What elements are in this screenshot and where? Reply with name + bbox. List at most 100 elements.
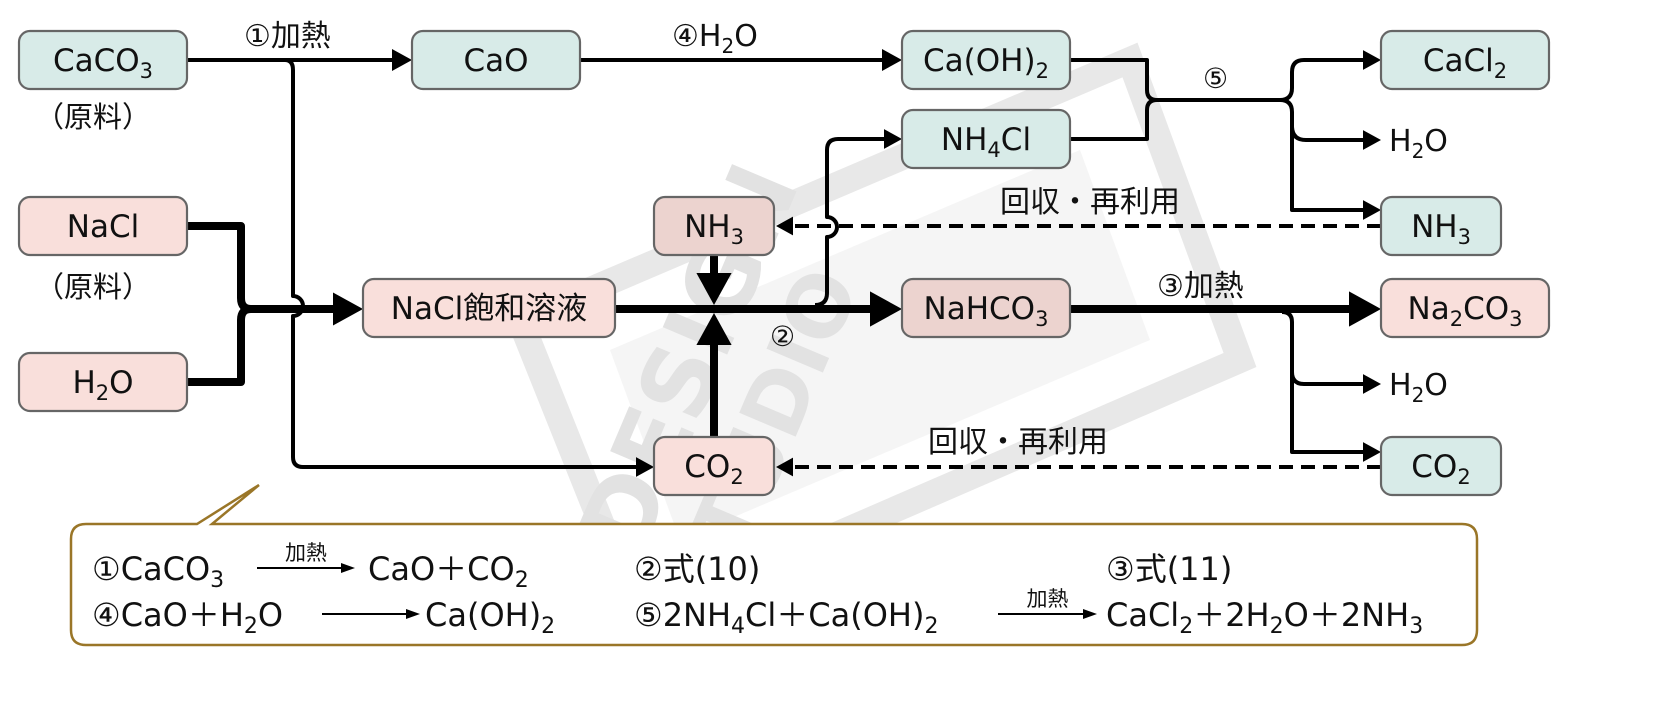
subscript: 2 [1179, 614, 1193, 639]
arrowhead-brine [333, 292, 363, 326]
subscript: 2 [1450, 307, 1463, 331]
text-run: ＋2H [1193, 596, 1269, 634]
node-label: NH4Cl [941, 122, 1031, 162]
arrowhead-nh4cl [884, 129, 902, 149]
node-box [17, 29, 189, 91]
text-run: ⑤2NH [634, 596, 731, 634]
text-run: O＋2NH [1284, 596, 1410, 634]
arrowhead-cacl2 [1363, 50, 1381, 70]
node-cacl2: CaCl2 [1379, 29, 1551, 91]
node-label: H2O [72, 365, 133, 405]
subscript: 4 [731, 614, 745, 639]
node-nh3-out: NH3 [1379, 195, 1503, 257]
node-box [1379, 435, 1503, 497]
label-recycle-co2: 回収・再利用 [928, 425, 1108, 460]
text-run: O [109, 365, 133, 401]
label-step2: ② [770, 320, 795, 353]
reaction-condition: 加熱 [285, 541, 327, 565]
node-box [1379, 195, 1503, 257]
equation-1-rhs: CaO＋CO2 [368, 550, 529, 593]
arrowhead-cao [392, 49, 412, 71]
node-nacl: NaCl [17, 195, 189, 257]
arrowhead-co2-up [696, 313, 732, 345]
text-run: H [72, 365, 95, 401]
text-run: CO [684, 449, 730, 485]
subscript: 3 [210, 568, 224, 593]
text-run: ④CaO＋H [92, 596, 244, 634]
node-label: Na2CO3 [1408, 291, 1523, 331]
node-label: NaHCO3 [924, 291, 1049, 331]
node-co2-out: CO2 [1379, 435, 1503, 497]
subscript: 2 [1494, 59, 1507, 83]
text-run: Na [1408, 291, 1450, 327]
subscript: 2 [721, 34, 734, 58]
subscript: 2 [1412, 383, 1425, 407]
node-label: Ca(OH)2 [923, 43, 1049, 83]
equation-3-ref: ③式(11) [1106, 550, 1232, 588]
node-label: CaCl2 [1423, 43, 1507, 83]
text-run: O [1424, 368, 1448, 403]
subscript: 4 [987, 138, 1000, 162]
subscript: 2 [1412, 139, 1425, 163]
text-run: O [734, 19, 758, 54]
callout-frame [69, 483, 1479, 647]
arrowhead-na2co3 [1349, 291, 1381, 327]
text-run: CaO＋CO [368, 550, 515, 588]
text-run: ④H [672, 19, 721, 54]
node-box [900, 277, 1072, 339]
text-run: CO [1411, 449, 1457, 485]
subscript: 3 [1409, 614, 1423, 639]
text-run: CaCl [1106, 596, 1179, 634]
text-run: NH [684, 209, 731, 245]
text-run: H [1389, 368, 1412, 403]
label-h2o-out-1: H2O [1389, 124, 1448, 163]
text-run: NaHCO [924, 291, 1036, 327]
text-run: Ca(OH) [923, 43, 1036, 79]
subscript: 3 [731, 225, 744, 249]
text-run: O [258, 596, 283, 634]
edge-caco3-to-co2 [284, 58, 638, 469]
text-run: CaCl [1423, 43, 1494, 79]
node-box [17, 195, 189, 257]
node-box [361, 277, 617, 339]
reaction-condition: 加熱 [1027, 587, 1069, 611]
node-h2o-in: H2O [17, 351, 189, 413]
subscript: 2 [96, 381, 109, 405]
label-step4: ④H2O [672, 19, 758, 58]
reaction-arrowhead [406, 609, 420, 619]
edge-h2o-merge [187, 305, 252, 386]
node-nahco3: NaHCO3 [900, 277, 1072, 339]
arrowhead-caoh2 [882, 49, 902, 71]
subscript: 2 [515, 568, 529, 593]
edge-to-nh4cl [814, 137, 885, 307]
equation-4-lhs: ④CaO＋H2O [92, 596, 283, 639]
node-cao: CaO [410, 29, 582, 91]
node-label: CO2 [684, 449, 743, 489]
subscript: 3 [1458, 225, 1471, 249]
equation-5-lhs: ⑤2NH4Cl＋Ca(OH)2 [634, 596, 938, 639]
arrowhead-co2-out [1363, 442, 1381, 462]
node-label: NaCl [67, 209, 139, 245]
subscript: 3 [1509, 307, 1522, 331]
label-recycle-nh3: 回収・再利用 [1000, 185, 1180, 220]
edge-to-nh3-out [1290, 126, 1365, 212]
node-box [17, 351, 189, 413]
subscript: 2 [541, 614, 555, 639]
arrowhead-nh3-out [1363, 200, 1381, 220]
node-label: NH3 [684, 209, 744, 249]
node-na2co3: Na2CO3 [1379, 277, 1551, 339]
node-label: CO2 [1411, 449, 1470, 489]
subscript: 3 [140, 59, 153, 83]
node-box [652, 195, 776, 257]
text-run: NaCl飽和溶液 [391, 291, 587, 327]
reaction-arrowhead [1083, 609, 1097, 619]
subscript: 2 [1457, 465, 1470, 489]
label-raw-material-2: （原料） [35, 270, 151, 304]
label-step3: ③加熱 [1157, 269, 1244, 304]
subscript: 2 [1270, 614, 1284, 639]
arrowhead-h2o-2 [1363, 374, 1381, 394]
edges [187, 49, 1381, 477]
node-label: NaCl飽和溶液 [391, 291, 587, 327]
text-run: NH [941, 122, 988, 158]
